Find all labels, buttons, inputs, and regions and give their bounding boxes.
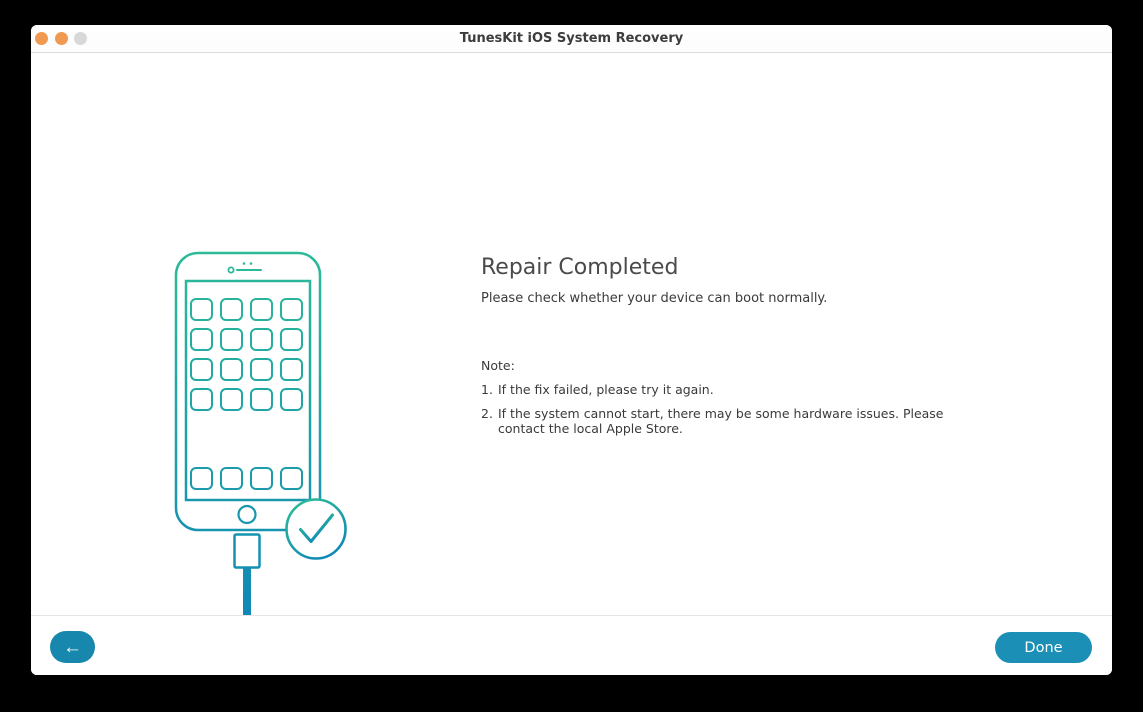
cable-wire [243,567,251,644]
success-check-icon [299,513,334,543]
window-zoom-button [74,32,87,45]
phone-dock-row [190,467,303,490]
phone-dot-right [249,262,253,265]
done-button[interactable]: Done [995,632,1092,663]
page-subtitle: Please check whether your device can boo… [481,291,828,306]
phone-screen [184,279,312,502]
note-item-number: 2. [481,406,493,421]
phone-home-button [237,504,257,525]
note-block: Note: 1. If the fix failed, please try i… [481,358,1001,445]
note-label: Note: [481,358,515,373]
note-item-number: 1. [481,382,493,397]
success-check-circle [285,498,347,560]
note-item-1: 1. If the fix failed, please try it agai… [481,382,1001,397]
iphone-success-illustration [174,251,347,644]
window-minimize-button[interactable] [54,32,68,45]
back-arrow-icon: ← [63,636,82,658]
phone-camera-dot [227,266,235,274]
note-item-2: 2. If the system cannot start, there may… [481,406,1001,436]
note-item-text: If the fix failed, please try it again. [498,382,714,397]
phone-app-grid [190,298,303,411]
app-window: TunesKit iOS System Recovery [31,25,1112,675]
page-title: Repair Completed [481,255,679,280]
note-item-text: If the system cannot start, there may be… [498,406,944,436]
phone-dot-left [242,262,246,265]
cable-connector [233,533,261,569]
titlebar: TunesKit iOS System Recovery [31,25,1112,53]
footer-bar: ← Done [31,615,1112,675]
traffic-lights [35,32,87,45]
window-title: TunesKit iOS System Recovery [459,31,684,46]
main-content: Repair Completed Please check whether yo… [31,53,1112,644]
phone-body [174,251,322,532]
window-close-button[interactable] [35,32,48,45]
back-button[interactable]: ← [50,631,95,663]
